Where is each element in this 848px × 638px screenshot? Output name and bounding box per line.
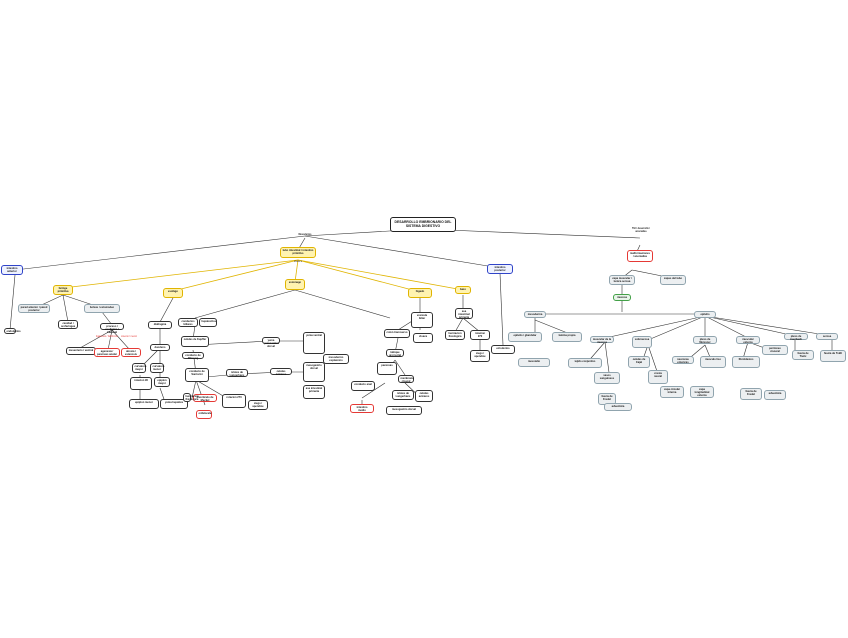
bolsas-node: bolsas / estomodeo <box>84 304 120 313</box>
detail-29: membrana cloacal <box>398 375 414 383</box>
herniacion-node: rotacion 270 <box>470 330 490 340</box>
detail-15: yema pancreatica dorsal <box>262 337 280 348</box>
detail-17: conducto de Wirsung <box>182 352 204 360</box>
red-box-3: onfalocele <box>196 410 212 419</box>
right-item-15: fibroblastos <box>732 356 760 368</box>
right-sub-b: capas del tubo <box>660 275 686 285</box>
bolsas-yema: islotes de Langerhans <box>392 390 414 400</box>
detail-8: rotacion 90 <box>130 377 152 390</box>
right-hub: TGI / desarrollo / anomalias <box>631 228 651 233</box>
mesogastrio-node: asa intestinal primaria <box>455 308 473 319</box>
detail-30: conducto anal <box>351 381 375 391</box>
right-item-2: muscular de la mucosa <box>590 336 614 344</box>
red-box-2: divertículo de Meckel <box>193 394 217 402</box>
detail-13: hepatocitos <box>199 318 217 327</box>
right-red-note: malformaciones / anomalias <box>627 250 653 262</box>
right-item-5: muscular externa <box>736 336 760 344</box>
detail-5: duodeno <box>150 344 170 351</box>
right-item-12: cresta neural <box>648 370 668 384</box>
right-item-17: fascia de Treitz <box>792 350 814 360</box>
mesodermo-node: mesodermo esplacnico <box>323 354 349 364</box>
higado-node: higado <box>408 288 432 298</box>
conducto-node: celulas acinares <box>415 390 433 402</box>
right-item-11: celulas de Cajal <box>628 356 650 368</box>
ectodermo-node: ectodermo <box>491 345 515 354</box>
right-item-0: epitelio / glandular <box>508 332 542 342</box>
red-box-1: atresia / estenosis <box>121 348 141 357</box>
int-medio-node: intestino medio <box>350 404 374 413</box>
right-item-16: peritoneo visceral <box>762 345 788 355</box>
right-item-9: tejido conjuntivo <box>568 358 602 368</box>
islotes-node: mesogastrio dorsal <box>386 406 422 415</box>
right-branch-b: epitelio <box>694 311 716 318</box>
asa-node: herniacion fisiologica <box>445 330 465 340</box>
detail-28: tabique urorrectal <box>386 349 404 357</box>
right-item-3: submucosa <box>632 336 652 348</box>
right-item-13: neuronas entericas <box>672 356 694 364</box>
intestino-posterior-node: intestino posterior <box>487 264 513 274</box>
detail-3: mesenterio / ventral <box>66 347 96 355</box>
detail-24: rotacion 270 <box>222 394 246 408</box>
right-branch-a: mesoderma <box>524 311 546 318</box>
detail-11: yema hepatica <box>160 399 188 409</box>
red-box-0: agenesia / pancreas anular <box>94 348 120 357</box>
intestino-anterior-node: intestino anterior <box>1 265 23 275</box>
detail-25: ciego / apendice <box>248 400 268 410</box>
right-item-7: serosa <box>816 333 838 340</box>
left-hub: Mesodermo <box>298 234 312 236</box>
detail-1: cavidad / orofaringea <box>58 320 78 329</box>
right-center: mucosa <box>613 294 631 301</box>
right-item-1: lamina propia <box>552 332 582 342</box>
tubo-intestinal-node: tubo intestinal / intestino primitivo <box>280 247 316 258</box>
detail-10: epiplon menor <box>129 399 159 409</box>
vesicula-node: vesicula biliar <box>411 312 433 328</box>
detail-7: curvatura menor <box>150 363 164 373</box>
estomago-node: estomago <box>285 279 305 290</box>
right-item-21: capa circular interna <box>660 386 684 398</box>
bazo-node: bazo <box>455 286 471 294</box>
pancreas-node: pancreas <box>377 362 397 375</box>
detail-6: curvatura mayor <box>132 363 146 373</box>
red-note-0: ligamento / falciforme <box>96 336 118 338</box>
detail-2: proceso / esofagico / traqueal <box>100 323 124 334</box>
right-sub-a: capa muscular / tunica serosa <box>609 275 635 285</box>
endodermo-node: endodermo <box>4 328 21 334</box>
red-note-1: omento / menor <box>120 336 138 338</box>
right-item-8: mesotelio <box>518 358 550 367</box>
right-item-22: capa longitudinal externa <box>690 386 714 398</box>
detail-19: islotes de Langerhans <box>226 369 248 377</box>
esofago-node: esofago <box>163 288 183 298</box>
right-item-4: plexo de Meissner <box>693 336 717 344</box>
right-item-14: musculo liso <box>700 356 726 368</box>
right-item-6: plexo de Auerbach <box>784 333 808 341</box>
right-item-20: adventicia <box>604 403 632 411</box>
faringe-node: faringe primitiva <box>53 285 73 295</box>
detail-0: pared anterior / pared posterior <box>18 304 50 313</box>
detail-12: conductos biliares <box>178 318 198 327</box>
detail-20: celulas acinares <box>270 368 292 376</box>
right-item-18: fascia de Toldt <box>820 350 846 362</box>
right-item-19b: fascia de Fredet <box>740 388 762 400</box>
detail-18: conducto de Santorini <box>185 368 209 382</box>
right-item-20b: adventicia <box>764 390 786 400</box>
detail-14: celulas de Kupffer <box>181 336 209 347</box>
detail-21: mesogastrio dorsal <box>303 362 325 382</box>
detail-26: colon transverso <box>384 329 410 338</box>
right-item-10: vasos sanguineos <box>594 372 620 384</box>
divide-label: divide a <box>294 261 302 263</box>
detail-9: epiplon mayor <box>154 377 170 387</box>
detail-27: cloaca <box>413 333 433 343</box>
root-title: DESARROLLO EMBRIONARIO DEL SISTEMA DIGES… <box>390 217 456 232</box>
detail-16: yema ventral <box>303 332 325 354</box>
detail-23: herniacion fisiologica <box>183 393 199 402</box>
detail-4: diafragma <box>148 321 172 329</box>
rotacion-node: ciego / apendice <box>470 350 490 362</box>
detail-22: asa intestinal primaria <box>303 385 325 399</box>
